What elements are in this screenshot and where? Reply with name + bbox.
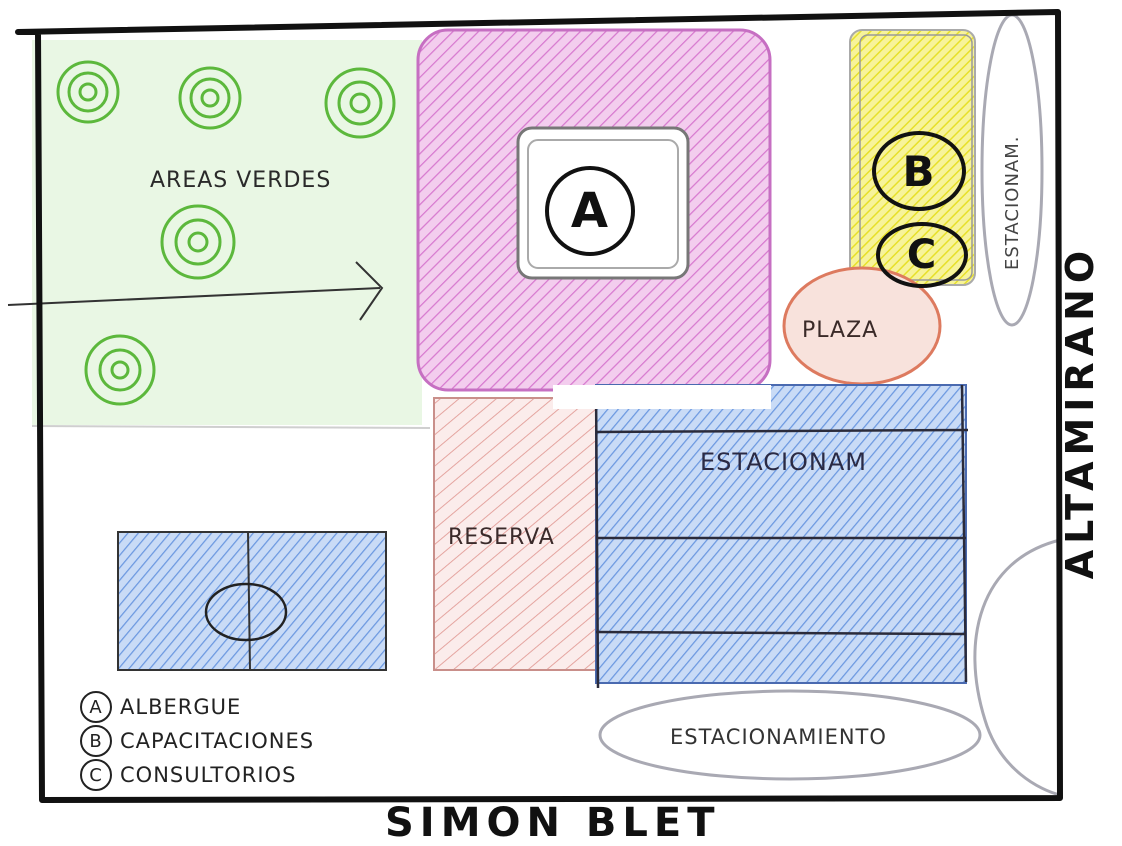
lower-left-block (117, 531, 387, 671)
legend-key: A (80, 691, 112, 723)
capacitaciones-marker: B (872, 131, 966, 211)
tree-icon (178, 66, 242, 130)
estacionam-mid-label: ESTACIONAM (700, 448, 867, 476)
tree-icons (56, 60, 396, 406)
legend-item-capacitaciones: B CAPACITACIONES (80, 724, 314, 758)
consultorios-marker: C (876, 222, 968, 288)
areas-verdes-label: AREAS VERDES (150, 168, 332, 193)
legend-label: ALBERGUE (120, 695, 242, 719)
legend-key: B (80, 725, 112, 757)
tree-icon (56, 60, 120, 124)
access-arrow-icon (7, 261, 384, 321)
lower-left-ring (204, 582, 288, 642)
site-border (15, 9, 1063, 803)
parking-access-curve (973, 538, 1061, 797)
tree-icon (160, 204, 236, 280)
areas-verdes-zone (32, 40, 422, 425)
street-altamirano: ALTAMIRANO (1058, 244, 1102, 580)
estacionam-top-label: ESTACIONAM. (1002, 135, 1023, 270)
legend-key: C (80, 759, 112, 791)
plaza-label: PLAZA (802, 318, 879, 343)
legend-label: CAPACITACIONES (120, 729, 315, 753)
tree-icon (84, 334, 156, 406)
street-simon-blet: SIMON BLET (385, 800, 721, 846)
label-mask (553, 385, 771, 409)
estacionamiento-zone (598, 689, 982, 781)
legend-item-consultorios: C CONSULTORIOS (80, 758, 314, 792)
green-zone-edge (31, 425, 431, 429)
legend: A ALBERGUE B CAPACITACIONES C CONSULTORI… (80, 690, 314, 792)
parking-rows (594, 384, 969, 689)
reserva-label: RESERVA (448, 525, 555, 550)
estacionamiento-label: ESTACIONAMIENTO (670, 725, 887, 749)
albergue-marker: A (545, 166, 635, 256)
reserva-zone (433, 397, 597, 671)
legend-item-albergue: A ALBERGUE (80, 690, 314, 724)
tree-icon (324, 67, 396, 139)
legend-label: CONSULTORIOS (120, 763, 297, 787)
